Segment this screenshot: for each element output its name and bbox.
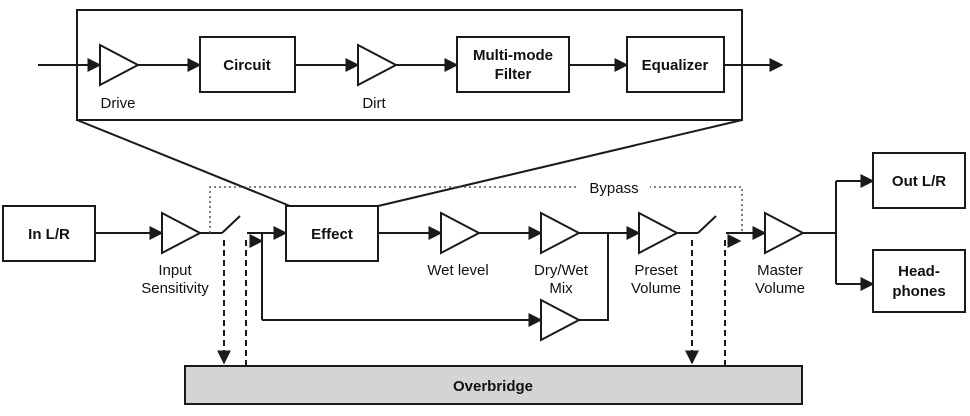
switch1-blade <box>221 215 241 234</box>
preset-volume-label-line1: Preset <box>634 262 678 279</box>
multimode-filter-block <box>456 36 570 93</box>
equalizer-label: Equalizer <box>642 57 709 74</box>
drive-label: Drive <box>100 95 135 112</box>
headphones-block <box>872 249 966 313</box>
dirt-label: Dirt <box>362 95 386 112</box>
zoom-line-right <box>377 119 743 207</box>
master-volume-label-line1: Master <box>757 262 803 279</box>
bypass-label: Bypass <box>589 180 638 197</box>
overbridge-label: Overbridge <box>453 378 533 395</box>
master-volume-label-line2: Volume <box>755 280 805 297</box>
out-lr-block <box>872 152 966 209</box>
circuit-label: Circuit <box>223 57 271 74</box>
bypass-label-bg <box>578 176 650 198</box>
equalizer-block <box>626 36 725 93</box>
out-lr-label: Out L/R <box>892 173 946 190</box>
input-sensitivity-label-line1: Input <box>158 262 192 279</box>
headphones-label-line2: phones <box>892 283 945 300</box>
switch2-blade <box>697 215 717 234</box>
bypass-path <box>209 186 743 233</box>
headphones-label-line1: Head- <box>898 263 940 280</box>
overbridge-bar <box>184 365 803 405</box>
effect-block <box>285 205 379 262</box>
circuit-block <box>199 36 296 93</box>
dry-to-preset-line <box>579 233 609 321</box>
master-volume-amp-symbol <box>764 211 806 255</box>
drywet-mix-amp-symbol <box>540 211 582 255</box>
overbridge-in-return <box>245 234 264 366</box>
input-sensitivity-amp-symbol <box>161 211 203 255</box>
drywet-mix-label-line2: Mix <box>549 280 573 297</box>
filter-label-line1: Multi-mode <box>473 47 553 64</box>
effect-label: Effect <box>311 226 353 243</box>
preset-volume-amp-symbol <box>638 211 680 255</box>
input-sensitivity-label-line2: Sensitivity <box>141 280 209 297</box>
overbridge-out-return <box>724 234 742 366</box>
dry-level-amp-symbol <box>540 298 582 342</box>
zoom-line-left <box>76 119 291 207</box>
in-lr-label: In L/R <box>28 226 70 243</box>
preset-volume-label-line2: Volume <box>631 280 681 297</box>
drive-amp-symbol <box>99 43 141 87</box>
dirt-amp-symbol <box>357 43 399 87</box>
wet-level-label: Wet level <box>427 262 488 279</box>
drywet-mix-label-line1: Dry/Wet <box>534 262 589 279</box>
filter-label-line2: Filter <box>495 66 532 83</box>
in-lr-block <box>2 205 96 262</box>
wet-level-amp-symbol <box>440 211 482 255</box>
